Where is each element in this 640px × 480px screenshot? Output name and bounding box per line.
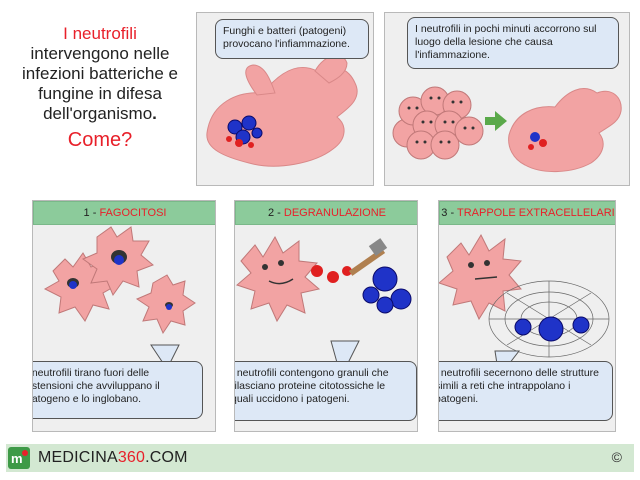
bubble-neutrophil-arrival: I neutrofili in pochi minuti accorrono s… (407, 17, 619, 69)
header-degranulazione-number: 2 - (268, 207, 284, 219)
bubble-fagocitosi: I neutrofili tirano fuori delle estensio… (32, 361, 203, 419)
brand-part-b: 360 (117, 449, 146, 466)
bubble-inflammation: Funghi e batteri (patogeni) provocano l'… (215, 19, 369, 59)
brand-part-a: MEDICINA (38, 449, 118, 466)
bubble-trappole: I neutrofili secernono delle strutture s… (438, 361, 613, 421)
header-trappole-name: TRAPPOLE EXTRACELLELARI (456, 207, 615, 219)
bubble-inflammation-text: Funghi e batteri (patogeni) provocano l'… (223, 25, 350, 50)
brand-part-c: .COM (145, 449, 188, 466)
panel-inflammation: Funghi e batteri (patogeni) provocano l'… (196, 12, 374, 186)
degranulazione-illustration (236, 235, 412, 379)
header-fagocitosi-name: FAGOCITOSI (99, 207, 167, 219)
header-trappole: 3 - TRAPPOLE EXTRACELLELARI (439, 201, 615, 225)
footer-bar (6, 444, 634, 472)
bubble-neutrophil-arrival-text: I neutrofili in pochi minuti accorrono s… (415, 23, 597, 61)
panel-neutrophil-arrival: I neutrofili in pochi minuti accorrono s… (384, 12, 630, 186)
medicina360-logo-icon: m (8, 447, 30, 469)
neutrophils-arrival-illustration (392, 86, 622, 173)
arrow-icon (485, 111, 507, 131)
pathogen-cluster (226, 115, 263, 148)
brand-name[interactable]: MEDICINA360.COM (38, 449, 188, 467)
svg-text:m: m (11, 451, 23, 466)
intro-period: . (152, 104, 157, 123)
bubble-degranulazione-text: I neutrofili contengono granuli che rila… (234, 367, 389, 405)
hand-illustration (206, 55, 358, 167)
header-degranulazione: 2 - DEGRANULAZIONE (235, 201, 417, 225)
header-degranulazione-name: DEGRANULAZIONE (283, 207, 386, 219)
intro-text: I neutrofili intervengono nelle infezion… (20, 24, 180, 150)
intro-title: I neutrofili (63, 24, 137, 43)
panel-degranulazione: 2 - DEGRANULAZIONE I neutrofili contengo… (234, 200, 418, 432)
fagocitosi-illustration (43, 226, 196, 370)
intro-question: Come? (67, 129, 133, 151)
header-fagocitosi: 1 - FAGOCITOSI (33, 201, 215, 225)
header-trappole-number: 3 - (441, 207, 457, 219)
header-fagocitosi-number: 1 - (83, 207, 100, 219)
bubble-degranulazione: I neutrofili contengono granuli che rila… (234, 361, 417, 421)
bubble-trappole-text: I neutrofili secernono delle strutture s… (438, 367, 600, 405)
panel-trappole: 3 - TRAPPOLE EXTRACELLELARI I neutrofili… (438, 200, 616, 432)
panel-fagocitosi: 1 - FAGOCITOSI I neutrofili tirano fuori… (32, 200, 216, 432)
bubble-fagocitosi-text: I neutrofili tirano fuori delle estensio… (32, 367, 160, 405)
intro-body: intervengono nelle infezioni batteriche … (22, 44, 178, 123)
copyright-symbol: © (611, 449, 622, 465)
